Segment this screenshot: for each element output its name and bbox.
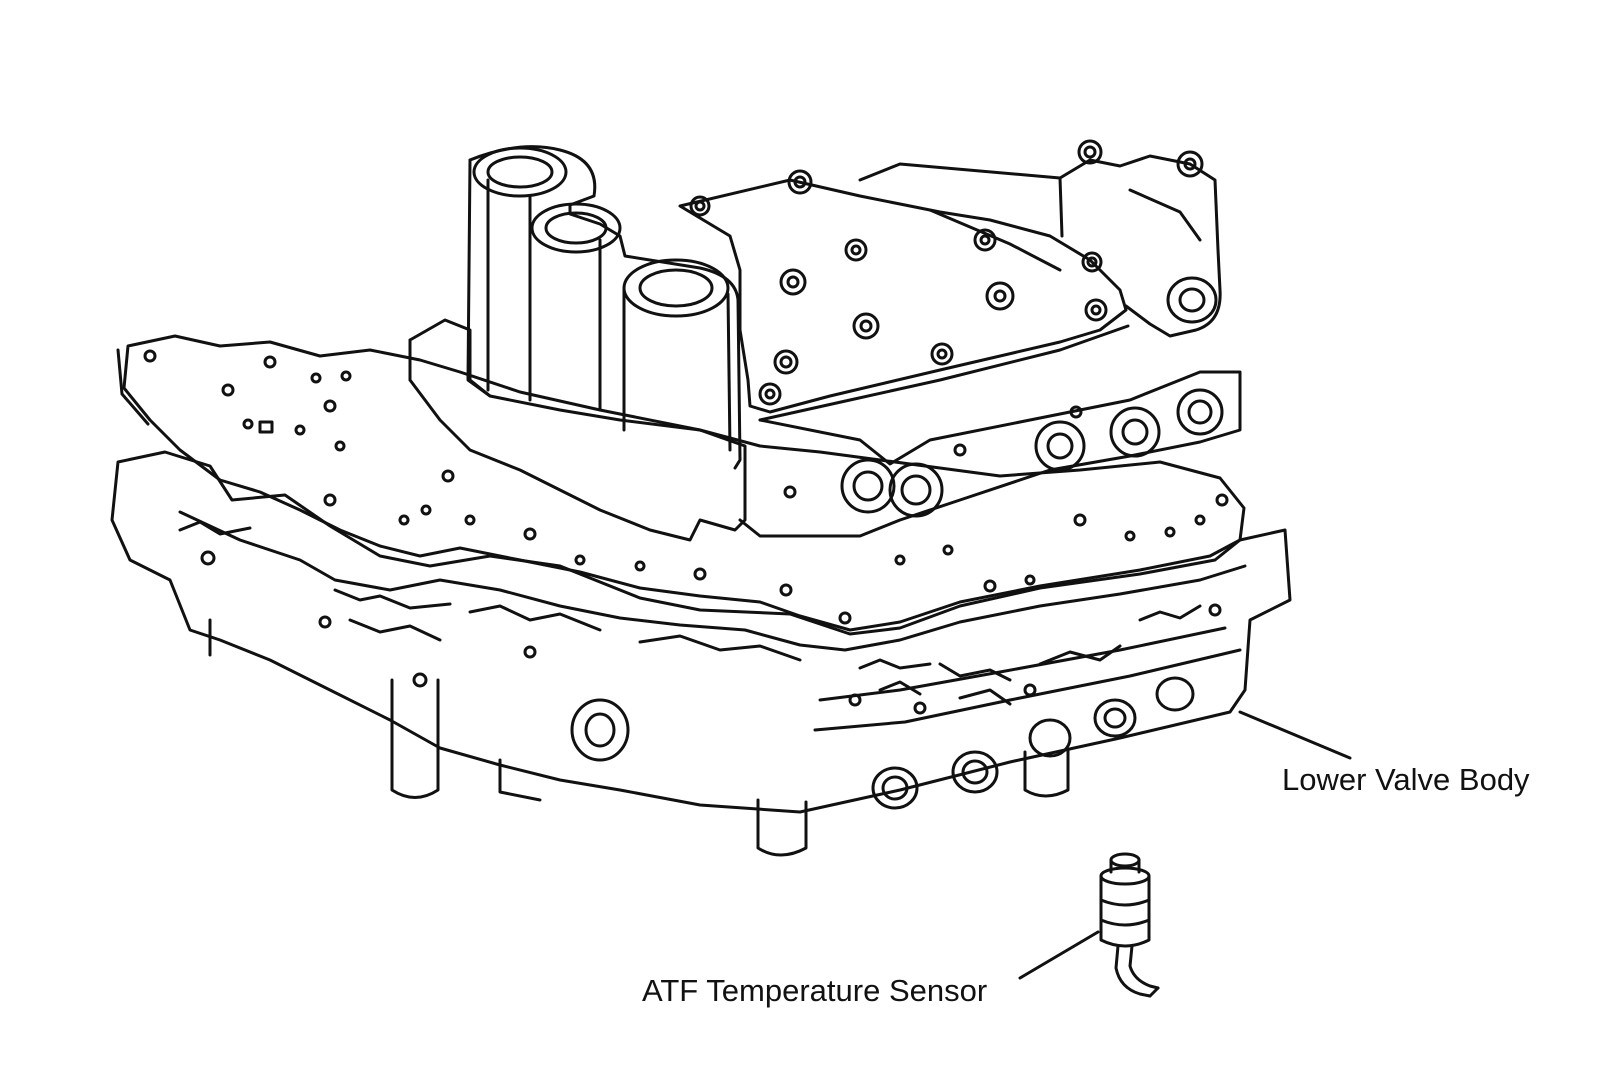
cover-bolts (689, 169, 1108, 406)
upper-valve-body (408, 139, 1242, 542)
atf-sensor-leader (1018, 930, 1100, 980)
separator-plate (116, 334, 1246, 632)
lower-valve-body-label: Lower Valve Body (1282, 762, 1530, 797)
atf-temperature-sensor (1018, 852, 1160, 998)
lower-valve-body-leader (1238, 710, 1352, 760)
lower-valve-body (110, 450, 1352, 857)
atf-temperature-sensor-label: ATF Temperature Sensor (642, 973, 988, 1008)
